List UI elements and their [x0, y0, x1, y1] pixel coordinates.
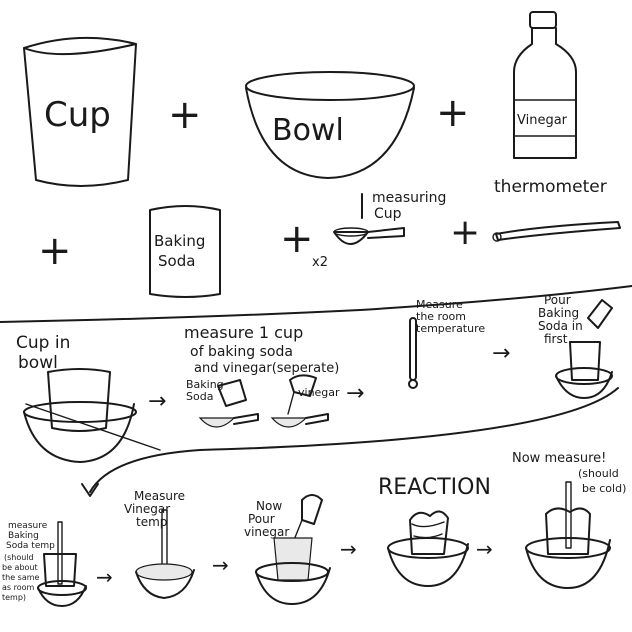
reaction-title: REACTION [378, 475, 491, 500]
step6-label-line1: Measure [134, 489, 185, 503]
row-connector-line [89, 387, 619, 493]
step1-cup-in-bowl-sketch [23, 368, 161, 463]
step5-label-line7: as room [2, 583, 35, 592]
vinegar-bottle-sketch [513, 11, 577, 159]
step4-label-line4: first [544, 332, 568, 346]
step6-label-line2: Vinegar [124, 502, 170, 516]
baking-soda-label-line2: Soda [158, 252, 195, 270]
step3-label-line2: the room [416, 310, 466, 323]
measuring-cup-sketch [333, 227, 405, 245]
step2-measuring-sketch [198, 374, 329, 428]
flow-arrow: → [492, 341, 510, 366]
flow-arrow: → [346, 381, 364, 406]
step1-label-line1: Cup in [16, 333, 70, 353]
step5-label-line3: Soda temp [6, 541, 55, 551]
step3-label-line1: Measure [416, 298, 463, 311]
plus-sign: + [168, 92, 202, 138]
step9-label-line2: (should [578, 467, 619, 480]
step5-label-line1: measure [8, 521, 48, 531]
step4-label-line2: Baking [538, 306, 579, 320]
thermometer-label: thermometer [494, 177, 607, 197]
step9-label-line3: be cold) [582, 482, 626, 495]
step5-label-line2: Baking [8, 531, 39, 541]
step3-thermometer-sketch [408, 317, 418, 389]
step5-label-line6: the same [2, 573, 40, 582]
step4-label-line3: Soda in [538, 319, 583, 333]
flow-arrow: → [96, 565, 113, 589]
measuring-cup-label-line1: measuring [372, 190, 446, 206]
step6-sketch [135, 509, 195, 599]
plus-sign: + [38, 228, 72, 274]
step8-reaction-sketch [387, 510, 469, 587]
step9-sketch [525, 481, 611, 589]
step2-label-line3: and vinegar(seperate) [194, 361, 339, 376]
measuring-cup-label-line2: Cup [374, 206, 402, 222]
flow-arrow: → [148, 389, 166, 414]
step2-label-line2: of baking soda [190, 344, 293, 360]
step7-label-line3: vinegar [244, 525, 289, 539]
step2-label-line1: measure 1 cup [184, 323, 303, 342]
step7-sketch [255, 494, 331, 605]
vinegar-label: Vinegar [517, 113, 568, 128]
step7-label-line1: Now [256, 499, 282, 513]
thermometer-sketch [492, 221, 621, 242]
step4-label-line1: Pour [544, 293, 571, 307]
plus-sign: + [280, 216, 314, 262]
flow-arrow: → [212, 553, 229, 577]
step6-label-line3: temp [136, 515, 167, 529]
step5-label-line4: (should [4, 553, 34, 562]
flow-arrow: → [476, 537, 493, 561]
step9-label-line1: Now measure! [512, 451, 606, 466]
bowl-sketch [245, 71, 415, 179]
times-two-label: x2 [312, 255, 328, 270]
flow-arrow: → [340, 537, 357, 561]
step2-vinegar-label: vinegar [298, 386, 340, 399]
step3-label-line3: temperature [416, 322, 485, 335]
bowl-label: Bowl [272, 113, 344, 148]
step5-label-line8: temp) [2, 593, 26, 602]
baking-soda-box-sketch [149, 205, 221, 298]
step2-baking-soda-label-line2: Soda [186, 390, 213, 403]
plus-sign: + [436, 90, 470, 136]
baking-soda-label-line1: Baking [154, 232, 205, 250]
row-connector-arrowhead [81, 483, 99, 497]
step1-label-line2: bowl [18, 353, 58, 373]
step2-baking-soda-label-line1: Baking [186, 378, 224, 391]
cup-sketch [23, 36, 137, 187]
section-divider [0, 285, 632, 323]
plus-sign: + [450, 212, 480, 253]
cup-label: Cup [44, 95, 111, 135]
step4-pour-sketch [555, 299, 613, 399]
step5-label-line5: be about [2, 563, 38, 572]
step5-sketch [37, 521, 87, 607]
step7-label-line2: Pour [248, 512, 275, 526]
